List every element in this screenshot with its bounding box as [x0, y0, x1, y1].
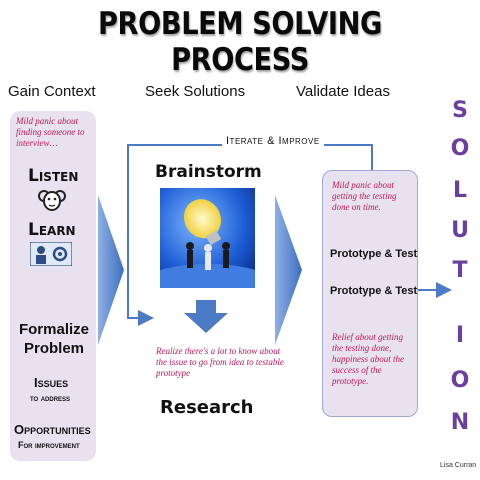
solution-letter-u: U [451, 218, 469, 243]
formalize-problem-label: Formalize Problem [18, 321, 90, 357]
chevron-arrow-1 [98, 195, 124, 345]
research-label: Research [160, 397, 254, 418]
validate-panel [322, 170, 418, 417]
chevron-arrow-2 [275, 195, 302, 345]
solution-letter-n: N [450, 410, 470, 435]
credit-label: Lisa Curran [440, 462, 477, 469]
column-heading-validate-ideas: Validate Ideas [296, 83, 390, 100]
listen-label: Listen [28, 166, 79, 186]
down-arrow-icon-center [184, 300, 228, 333]
center-note: Realize there's a lot to know about the … [156, 346, 284, 378]
solution-letter-l: L [452, 178, 468, 203]
iterate-loop-arrow [127, 144, 373, 326]
issues-label: Issues [34, 375, 69, 390]
learn-icon [30, 242, 72, 266]
listen-icon [38, 190, 66, 211]
for-improvement-label: For improvement [18, 440, 80, 450]
left-panel-note: Mild panic about finding someone to inte… [16, 116, 85, 148]
right-panel-note-bottom: Relief about getting the testing done, h… [332, 332, 404, 386]
page-title: PROBLEM SOLVING PROCESS [97, 6, 382, 78]
gain-context-panel [10, 111, 96, 461]
solution-letter-o2: O [450, 368, 470, 393]
to-address-label: to address [30, 393, 71, 403]
solution-letter-t: T [452, 258, 468, 283]
solution-letter-i: I [455, 323, 465, 348]
brainstorm-image [160, 188, 255, 288]
iterate-improve-label: Iterate & Improve [222, 135, 324, 147]
prototype-test-1: Prototype & Test [330, 248, 418, 260]
column-heading-gain-context: Gain Context [8, 83, 96, 100]
learn-label: Learn [28, 220, 76, 240]
opportunities-label: Opportunities [14, 422, 91, 437]
solution-letter-s: S [452, 98, 468, 123]
column-heading-seek-solutions: Seek Solutions [145, 83, 246, 100]
solution-letter-o: O [450, 136, 470, 161]
prototype-test-2: Prototype & Test [330, 285, 418, 297]
brainstorm-label: Brainstorm [155, 162, 262, 182]
right-panel-note-top: Mild panic about getting the testing don… [332, 180, 397, 212]
